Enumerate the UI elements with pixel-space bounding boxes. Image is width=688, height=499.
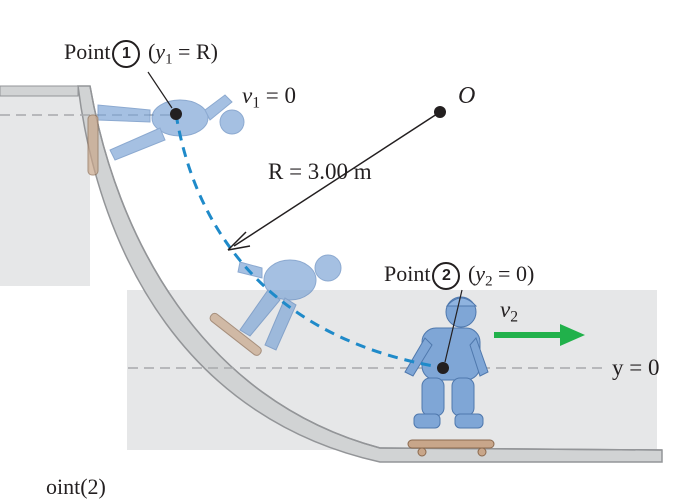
y-zero-label: y = 0 [612,355,660,380]
v1-sub: 1 [252,94,261,112]
point2-cond-var: y [475,261,486,286]
ramp-inner-face [89,85,663,451]
v1-var: v [242,83,253,108]
point2-leader [444,289,463,363]
point1-dot [170,108,182,120]
skateboard-bottom [407,439,495,449]
point1-cond-sub: 1 [165,51,173,68]
point2-cond-rest: = 0) [492,261,535,286]
v1-rest: = 0 [260,83,297,108]
v2-label: v2 [500,298,518,325]
point1-cond-var: y [155,39,166,64]
origin-dot [434,106,446,118]
radius-label: R = 3.00 m [268,159,372,184]
ramp-top-ledge [0,85,79,97]
point2-dot [437,362,449,374]
point1-cond-rest: = R) [172,39,218,64]
radius-arrowhead [227,231,251,251]
point2-number-circle: 2 [432,262,461,290]
v2-sub: 2 [510,308,519,326]
velocity-arrow-v2 [494,324,585,346]
skater-middle-ghost [209,254,342,356]
v1-label: v1 = 0 [242,84,296,111]
point2-cond-sub: 2 [485,273,493,290]
point2-word: Point [384,261,431,286]
cut-off-caption: oint(2) [46,474,106,499]
point1-leader [147,71,173,109]
skater-top-ghost [87,94,245,176]
point1-number-circle: 1 [112,40,141,68]
skater-bottom [404,296,495,457]
back-wall-left [0,86,90,286]
point1-word: Point [64,39,111,64]
v2-var: v [500,297,511,322]
circular-path-dashed [174,113,446,370]
origin-label: O [458,83,476,109]
radius-line [233,111,441,247]
